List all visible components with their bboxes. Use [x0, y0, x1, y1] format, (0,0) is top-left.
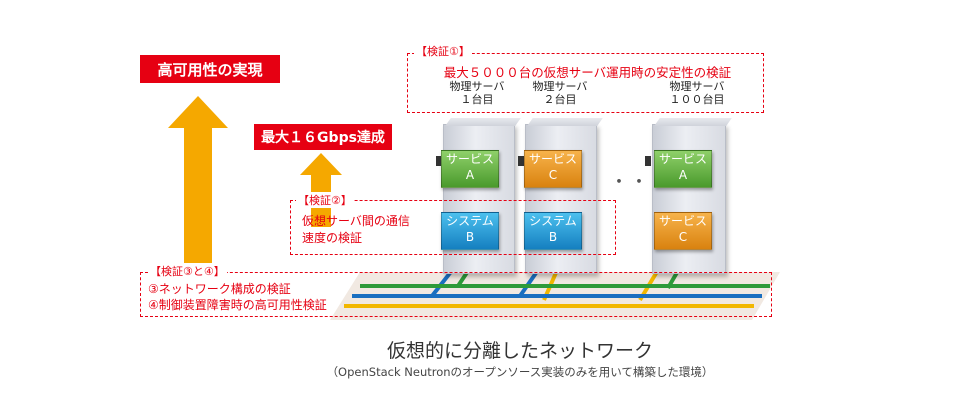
bandwidth-label: 最大１６Gbps達成 [254, 124, 392, 150]
network-title: 仮想的に分離したネットワーク [386, 340, 653, 362]
physical-server-1-top [445, 118, 521, 126]
server-port-icon [518, 156, 524, 166]
physical-server-100 [652, 124, 726, 274]
verification-2-tag: 【検証②】 [296, 192, 354, 208]
verification-2-box [290, 200, 616, 255]
verification-34-tag: 【検証③と④】 [148, 263, 227, 279]
small-up-arrow [300, 153, 342, 227]
server-port-icon [645, 156, 651, 166]
network-subtitle: （OpenStack Neutronのオープンソース実装のみを用いて構築した環境… [326, 365, 714, 379]
physical-server-2-top [527, 118, 603, 126]
high-availability-label: 高可用性の実現 [140, 55, 280, 83]
physical-server-100-top [654, 118, 732, 126]
verification-2-line2: 速度の検証 [302, 231, 363, 245]
verification-1-box [407, 53, 764, 113]
verification-34-box [140, 272, 772, 317]
server-port-icon [436, 156, 442, 166]
verification-2-line1: 仮想サーバ間の通信 [302, 214, 410, 228]
verification-1-title: 最大５０００台の仮想サーバ運用時の安定性の検証 [443, 65, 732, 80]
large-up-arrow [168, 96, 228, 266]
verification-1-tag: 【検証①】 [414, 43, 472, 59]
verification-34-line1: ③ネットワーク構成の検証 [148, 282, 291, 296]
verification-34-line2: ④制御装置障害時の高可用性検証 [148, 298, 327, 312]
